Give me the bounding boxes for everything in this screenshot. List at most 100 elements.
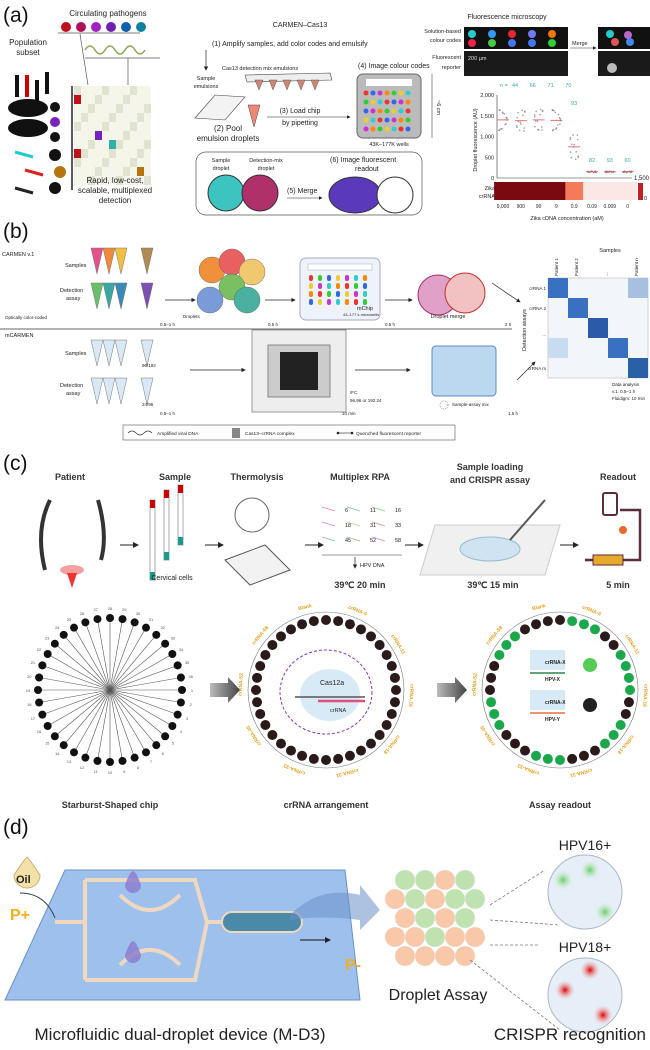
matrix-cell — [95, 149, 102, 158]
population-subset-label-1: Population — [9, 38, 47, 47]
heatmap-cell — [628, 358, 648, 378]
crrna-ring-label: crRNA-31 — [569, 767, 593, 779]
mchip-well — [309, 291, 313, 297]
chip-well — [130, 618, 139, 627]
sample-assay-mix-label: Sample-assay mix — [452, 402, 490, 407]
matrix-cell — [144, 149, 151, 158]
chip-well — [93, 615, 102, 624]
pooled-tube-icon — [247, 104, 261, 128]
tube-icon — [90, 377, 104, 405]
matrix-cell — [81, 104, 88, 113]
chip-well — [370, 90, 376, 96]
matrix-cell — [123, 86, 130, 95]
swab-cap — [178, 485, 183, 493]
readout-crrna-x-1: crRNA-X — [545, 660, 566, 666]
negative-well — [567, 753, 578, 764]
chip-well — [391, 126, 397, 132]
merge-droplet-right — [444, 272, 486, 314]
scale-bar-label: 200 µm — [468, 56, 487, 62]
matrix-cell — [95, 122, 102, 131]
heatmap-row-label: crRNA m — [528, 366, 546, 371]
thermolysis-tube-view — [234, 497, 270, 533]
primer-icon — [371, 536, 386, 542]
matrix-cell — [144, 104, 151, 113]
caption-m-d3: Microfluidic dual-droplet device (M-D3) — [35, 1025, 326, 1044]
droplet-merge-label: Droplet merge — [431, 314, 466, 320]
chip-well — [356, 624, 366, 635]
swab-tube-icon — [149, 499, 156, 581]
chip-well — [59, 630, 68, 639]
data-point — [551, 129, 554, 132]
matrix-cell — [123, 140, 130, 149]
data-point — [520, 123, 522, 125]
well-number: 28 — [108, 606, 113, 611]
matrix-cell — [74, 131, 81, 140]
matrix-cell — [88, 131, 95, 140]
heatmap-cell — [548, 338, 568, 358]
mchip-label: mChip — [357, 306, 373, 312]
chip-well — [384, 90, 390, 96]
matrix-cell — [116, 158, 123, 167]
sample-emulsions-label-2: emulsions — [194, 84, 219, 90]
negative-well — [578, 750, 589, 761]
panel-label-b: (b) — [3, 220, 29, 243]
merged-droplet — [328, 176, 382, 214]
crrna-ring-label: crRNA-58 — [251, 625, 270, 647]
positive-well — [599, 738, 610, 749]
chip-well — [363, 90, 369, 96]
channel — [85, 689, 111, 758]
mchip-well — [318, 283, 322, 289]
step-6-label-2: readout — [355, 166, 379, 173]
hpv-type-label: 6 — [345, 508, 348, 514]
chip-well — [370, 108, 376, 114]
crrna-ring-label: Blank — [298, 603, 313, 612]
chip-well — [276, 738, 287, 749]
matrix-cell — [102, 131, 109, 140]
chip-well — [286, 745, 296, 756]
crrna-ring-label: crRNA-52 — [237, 673, 244, 696]
m-samples-count: 96/192 — [142, 363, 156, 368]
patient-illustration — [39, 499, 106, 588]
channel — [63, 634, 111, 691]
tube-icon — [114, 247, 128, 275]
mchip-well — [318, 275, 322, 281]
chip-well — [381, 650, 392, 660]
cervical-cells-label: Cervical cells — [151, 575, 193, 582]
summary-line-1: Rapid, low-cost, — [87, 176, 144, 185]
negative-well — [590, 745, 600, 756]
ifc-center — [280, 352, 318, 390]
detection-droplet-label-1: Detection-mix — [249, 158, 283, 164]
chip-well — [333, 753, 344, 764]
crrna-ring-label: crRNA-16 — [407, 684, 414, 707]
matrix-cell — [123, 176, 130, 185]
heatmap-cell — [583, 182, 602, 200]
chip-well — [35, 698, 44, 707]
matrix-cell — [74, 122, 81, 131]
data-point — [573, 143, 576, 146]
negative-droplet — [434, 907, 456, 929]
negative-droplet — [394, 945, 416, 967]
data-point — [519, 121, 522, 124]
merged-droplet — [626, 38, 634, 46]
heatmap-cell — [565, 182, 584, 200]
data-point — [523, 110, 526, 112]
carmen-tubes — [90, 247, 154, 310]
n-value: 70 — [565, 83, 571, 89]
readout-crrna-x-2: crRNA-X — [545, 700, 566, 706]
data-point — [572, 134, 574, 136]
matrix-cell — [116, 131, 123, 140]
matrix-cell — [137, 167, 144, 176]
tube-icon — [140, 377, 154, 405]
merged-droplet — [624, 31, 632, 39]
time-bottom-2: 10 min — [342, 411, 356, 416]
chip-well — [321, 615, 331, 625]
matrix-cell — [144, 140, 151, 149]
data-point — [516, 116, 518, 119]
tick-icon — [54, 166, 66, 178]
channel — [109, 643, 166, 691]
bulb-off-icon — [583, 698, 597, 712]
pathogen-icon — [121, 22, 131, 32]
reagent-drop-bottom — [125, 941, 141, 963]
mcarmen-tubes — [90, 339, 154, 405]
sample-emulsions-label-1: Sample — [197, 76, 216, 82]
